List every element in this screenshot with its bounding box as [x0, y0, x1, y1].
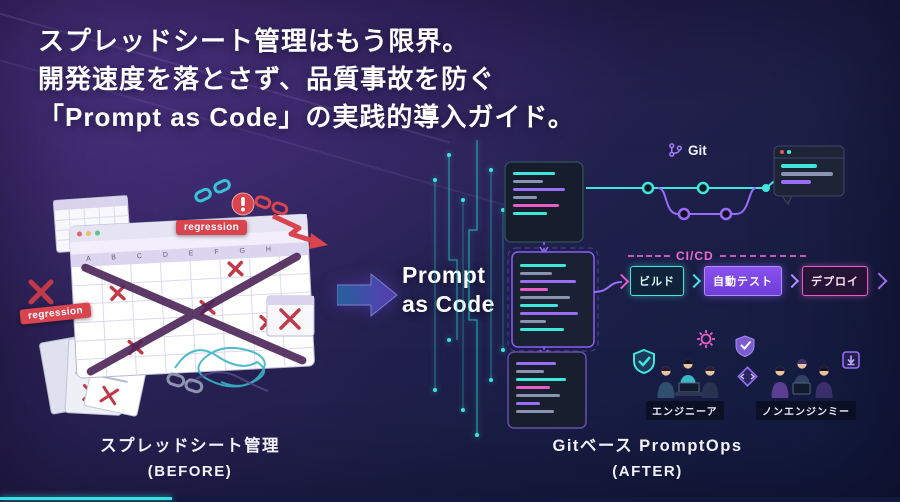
chain-icon	[166, 372, 204, 394]
prompt-line-2: as Code	[402, 291, 495, 317]
pipeline-step-build: ビルド	[630, 266, 684, 296]
pipeline-arrow-2	[784, 273, 800, 289]
non-engineers-label: ノンエンジンミー	[756, 401, 856, 420]
before-caption: スプレッドシート管理 (BEFORE)	[85, 432, 295, 480]
shield-icon	[735, 335, 755, 358]
git-branch-graph	[586, 167, 791, 221]
cicd-label-row: CI/CD	[628, 249, 806, 263]
prompt-as-code-label: Prompt as Code	[402, 261, 495, 319]
pipeline-exit-arrow	[870, 272, 888, 290]
download-icon	[842, 351, 860, 369]
non-engineers-group	[771, 359, 833, 398]
pipeline-step-test: 自動テスト	[704, 266, 782, 296]
chat-window	[773, 145, 845, 205]
error-window	[266, 295, 315, 337]
red-chain-icon	[254, 195, 289, 216]
prompt-line-1: Prompt	[402, 262, 486, 288]
tablet-icon	[792, 382, 811, 395]
gear-icon	[697, 330, 715, 348]
main-spreadsheet-window	[68, 213, 315, 379]
pipeline-entry-arrow	[613, 273, 630, 289]
title-line-3: 「Prompt as Code」の実践的導入ガイド。	[38, 102, 575, 132]
red-zigzag-arrow	[271, 213, 328, 249]
before-illustration	[28, 178, 328, 417]
red-x-icon	[28, 279, 54, 305]
after-illustration	[504, 145, 860, 429]
cicd-dash-right	[719, 255, 806, 257]
engineers-group	[657, 359, 719, 398]
after-caption: Gitベース PromptOps (AFTER)	[540, 432, 755, 480]
title-line-2: 開発速度を落とさず、品質事故を防ぐ	[38, 64, 496, 94]
after-caption-sub: (AFTER)	[612, 463, 683, 480]
cicd-dash-left	[628, 255, 670, 257]
git-branch-icon	[669, 143, 682, 157]
engineers-label: エンジニーア	[646, 401, 724, 420]
pipeline-arrow-1	[686, 273, 702, 289]
shield-check-icon	[633, 348, 655, 375]
bottom-teal-accent	[0, 497, 172, 500]
git-label-text: Git	[688, 142, 707, 158]
page-title: スプレッドシート管理はもう限界。 開発速度を落とさず、品質事故を防ぐ 「Prom…	[38, 22, 575, 136]
cicd-pipeline: ビルド 自動テスト デプロイ	[613, 266, 888, 296]
warning-icon	[231, 192, 255, 216]
code-diamond-icon	[737, 366, 758, 387]
big-x-mark	[81, 252, 307, 376]
title-line-1: スプレッドシート管理はもう限界。	[38, 26, 470, 56]
tangle-scribble	[174, 346, 269, 392]
transition-arrow	[337, 272, 398, 318]
pipeline-step-deploy: デプロイ	[802, 266, 868, 296]
before-caption-text: スプレッドシート管理	[100, 437, 280, 455]
cicd-label-text: CI/CD	[676, 249, 714, 263]
regression-badge: regression	[176, 220, 248, 235]
code-file-cards	[504, 161, 623, 429]
broken-chain-icon	[194, 178, 231, 203]
bottom-strip	[0, 497, 900, 502]
git-label: Git	[668, 142, 707, 158]
before-caption-sub: (BEFORE)	[147, 463, 233, 480]
circuit-divider	[433, 140, 505, 437]
laptop-icon	[673, 382, 705, 396]
after-caption-text: Gitベース PromptOps	[552, 437, 743, 455]
